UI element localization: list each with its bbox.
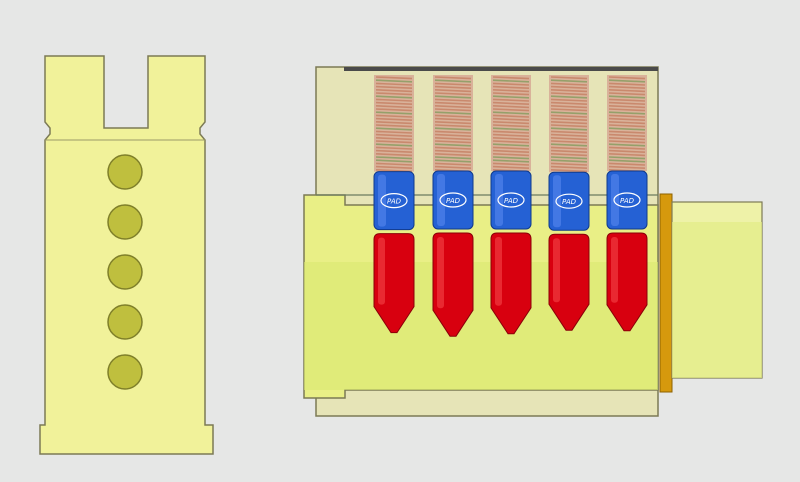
- driver-pin-highlight: [437, 174, 445, 226]
- cam-ring: [659, 193, 673, 393]
- driver-pin-highlight: [495, 174, 503, 226]
- pin-stack-4: PAD: [548, 75, 590, 331]
- pin-logo: [555, 193, 583, 209]
- pin-logo: [497, 192, 525, 208]
- spring: [375, 76, 413, 173]
- key-pin-highlight: [553, 238, 560, 303]
- spring: [608, 76, 646, 173]
- pin-stack-1: PAD: [373, 75, 415, 334]
- pin-logo-text: PAD: [387, 198, 402, 206]
- pin-logo: [613, 192, 641, 208]
- driver-pin-highlight: [611, 174, 619, 226]
- pin-logo: [439, 192, 467, 208]
- tailpiece-shade: [672, 222, 762, 378]
- spring: [434, 76, 472, 173]
- pin-hole-3: [107, 254, 143, 290]
- pin-stack-3: PAD: [490, 75, 532, 335]
- key-pin: [606, 232, 648, 332]
- pin-stacks: PAD PAD PAD PAD PAD: [373, 75, 648, 337]
- pin-logo-text: PAD: [504, 197, 519, 205]
- plug-pin-holes: [107, 154, 143, 390]
- key-pin: [490, 232, 532, 335]
- pin-logo-text: PAD: [446, 197, 461, 205]
- spring: [550, 76, 588, 173]
- key-pin-highlight: [611, 237, 618, 303]
- pin-hole-4: [107, 304, 143, 340]
- driver-pin-highlight: [378, 174, 386, 227]
- key-pin-highlight: [495, 237, 502, 306]
- key-pin: [548, 233, 590, 331]
- pin-stack-2: PAD: [432, 75, 474, 337]
- spring: [492, 76, 530, 173]
- cylinder-cross-section: PAD PAD PAD PAD PAD: [303, 66, 763, 417]
- pin-logo-text: PAD: [620, 197, 635, 205]
- key-pin-highlight: [378, 237, 385, 305]
- driver-pin-highlight: [553, 175, 561, 228]
- pin-logo-text: PAD: [562, 198, 577, 206]
- pin-logo: [380, 193, 408, 209]
- key-pin-highlight: [437, 237, 444, 309]
- pin-hole-5: [107, 354, 143, 390]
- key-pin: [432, 232, 474, 337]
- pin-hole-1: [107, 154, 143, 190]
- pin-hole-2: [107, 204, 143, 240]
- plug-side-view: [39, 55, 214, 455]
- housing-top-edge: [344, 67, 658, 71]
- pin-stack-5: PAD: [606, 75, 648, 332]
- key-pin: [373, 233, 415, 334]
- plug-lower-shade: [304, 262, 658, 390]
